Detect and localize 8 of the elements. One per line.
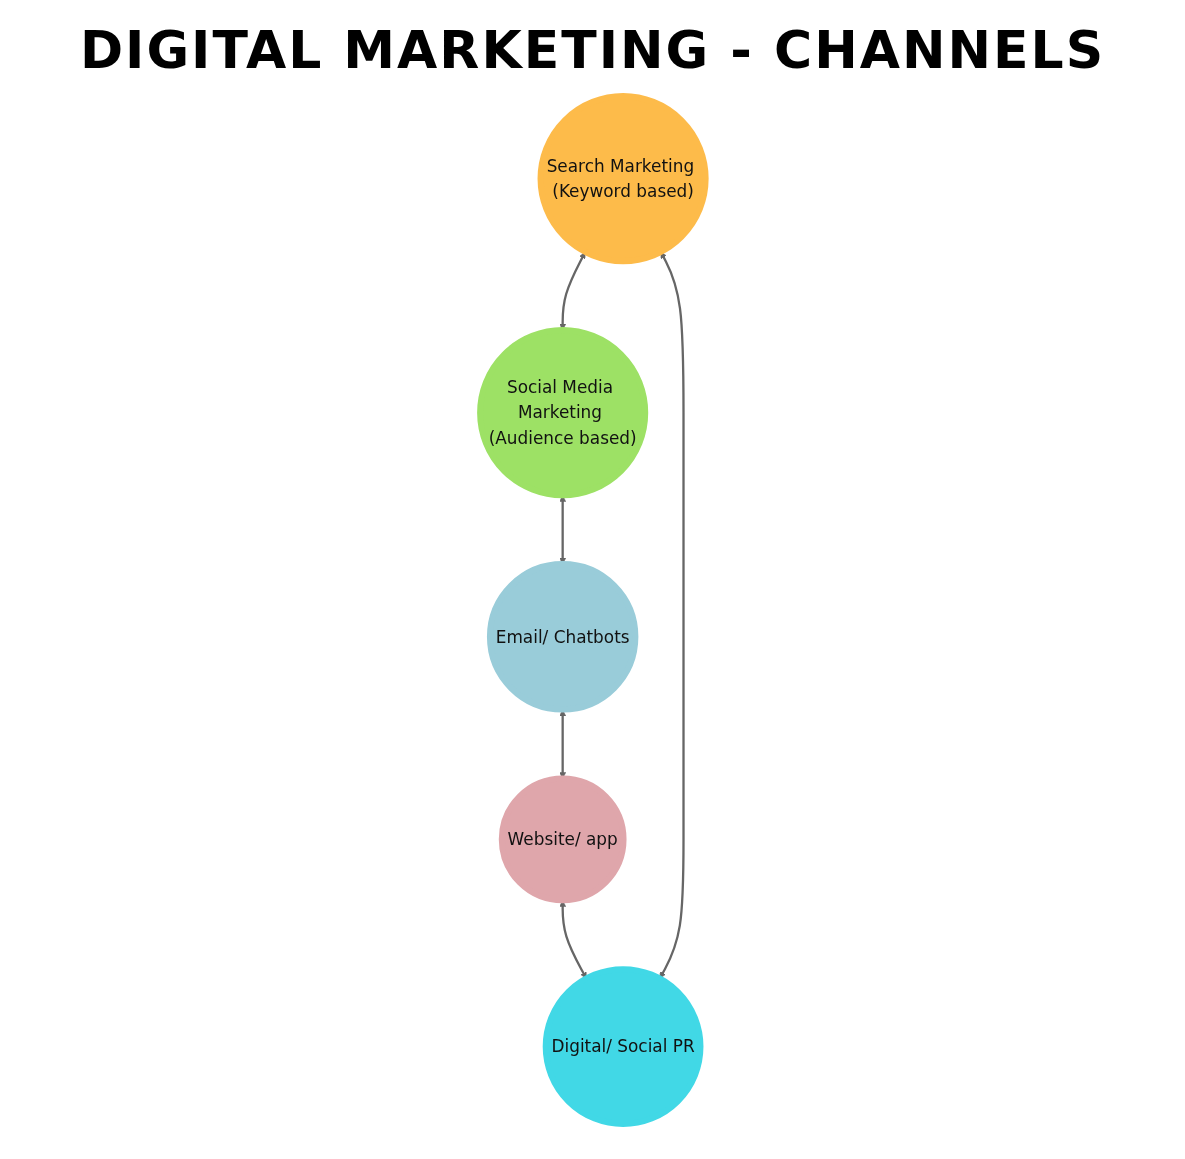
arrow: [558, 900, 587, 979]
node-circle: Email/ Chatbots: [486, 561, 638, 713]
node-circle: Social Media Marketing (Audience based): [476, 327, 648, 499]
arrow: [659, 251, 685, 979]
title: DIGITAL MARKETING - CHANNELS: [78, 20, 1107, 80]
node-circle: Website/ app: [498, 775, 627, 904]
node-circle: Search Marketing (Keyword based): [537, 93, 709, 265]
node-circle: Digital/ Social PR: [542, 966, 704, 1127]
